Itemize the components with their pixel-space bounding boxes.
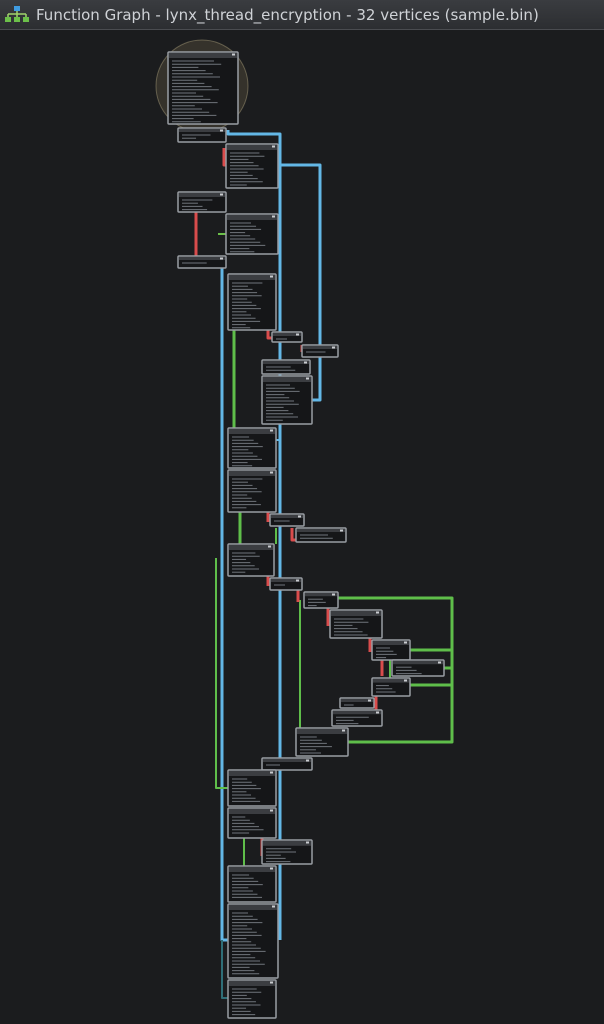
graph-vertex[interactable] bbox=[227, 865, 277, 903]
function-graph-canvas[interactable] bbox=[0, 30, 604, 1024]
graph-vertex[interactable] bbox=[177, 255, 227, 269]
graph-vertex[interactable] bbox=[225, 143, 279, 189]
graph-vertex[interactable] bbox=[371, 677, 411, 697]
graph-vertex[interactable] bbox=[261, 375, 313, 425]
title-bar: Function Graph - lynx_thread_encryption … bbox=[0, 0, 604, 30]
graph-vertex[interactable] bbox=[339, 697, 375, 709]
graph-vertex[interactable] bbox=[301, 344, 339, 358]
graph-vertex[interactable] bbox=[225, 213, 279, 255]
graph-vertex[interactable] bbox=[261, 359, 311, 375]
graph-vertex[interactable] bbox=[227, 769, 277, 807]
graph-vertex[interactable] bbox=[227, 427, 277, 469]
graph-vertex[interactable] bbox=[177, 191, 227, 213]
graph-vertex[interactable] bbox=[227, 979, 277, 1019]
graph-vertex[interactable] bbox=[227, 273, 277, 331]
graph-vertex[interactable] bbox=[261, 757, 313, 771]
graph-vertex[interactable] bbox=[227, 543, 275, 577]
graph-edge bbox=[266, 330, 272, 340]
graph-vertex[interactable] bbox=[227, 807, 277, 839]
graph-vertex[interactable] bbox=[271, 331, 303, 343]
graph-edge bbox=[338, 596, 454, 744]
graph-svg[interactable] bbox=[0, 30, 604, 1024]
graph-edge bbox=[215, 558, 228, 789]
graph-edge bbox=[220, 265, 228, 942]
graph-vertex[interactable] bbox=[391, 659, 445, 677]
graph-vertex[interactable] bbox=[227, 903, 279, 979]
graph-vertex[interactable] bbox=[295, 727, 349, 757]
edge-layer bbox=[194, 130, 454, 999]
function-graph-icon bbox=[5, 5, 29, 22]
graph-vertex[interactable] bbox=[371, 639, 411, 661]
graph-vertex[interactable] bbox=[303, 591, 339, 609]
vertex-layer bbox=[167, 51, 445, 1019]
graph-edge bbox=[226, 130, 282, 940]
graph-vertex[interactable] bbox=[261, 839, 313, 865]
graph-edge bbox=[280, 163, 322, 402]
graph-vertex[interactable] bbox=[227, 469, 277, 513]
window-title: Function Graph - lynx_thread_encryption … bbox=[36, 5, 539, 24]
graph-vertex[interactable] bbox=[269, 513, 305, 527]
graph-vertex[interactable] bbox=[177, 127, 227, 143]
graph-edge bbox=[221, 940, 228, 999]
graph-vertex[interactable] bbox=[269, 577, 303, 591]
entry-vertex[interactable] bbox=[167, 51, 239, 125]
graph-vertex[interactable] bbox=[329, 609, 383, 639]
graph-vertex[interactable] bbox=[295, 527, 347, 543]
graph-vertex[interactable] bbox=[331, 709, 383, 727]
